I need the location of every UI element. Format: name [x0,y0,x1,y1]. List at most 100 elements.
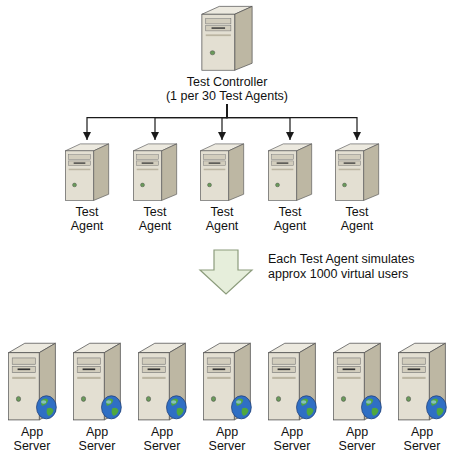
power-button [81,396,85,401]
node-label: App Server [398,425,446,453]
vent [272,377,295,379]
drive-slot [209,162,221,163]
power-button [146,396,150,401]
power-button [276,396,280,401]
globe-shine [41,400,46,403]
connector [218,104,227,140]
globe [37,396,57,419]
globe-shine [366,400,371,403]
drive-bay [272,155,294,160]
node-label: Test Agent [131,205,179,233]
drive-bay [339,155,361,160]
vent [137,169,159,171]
globe-shine [236,400,241,403]
globe [102,396,122,419]
globe-land [171,399,178,406]
drive-bay [77,366,100,372]
server-icon [197,140,247,202]
power-button [141,183,145,187]
vent [207,377,230,379]
globe [167,396,187,419]
connector [227,104,361,140]
globe-land [236,399,243,406]
app-server: App Server [1,338,63,453]
server-front [399,353,430,420]
drive-bay [337,358,360,364]
node-label: App Server [8,425,56,453]
arrow-head [353,132,361,140]
server-side [235,6,252,70]
drive-slot [148,368,161,370]
drive-slot [83,368,96,370]
drive-slot [277,162,289,163]
server-front [74,353,105,420]
server-front [65,151,93,201]
connector [151,104,227,140]
node-label: App Server [268,425,316,453]
server-icon [135,338,189,422]
drive-bay [272,161,294,166]
drive-slot [142,162,154,163]
server-front [268,151,296,201]
globe-land [106,399,113,406]
vent [339,169,361,171]
globe-shine [431,400,436,403]
drive-slot [408,368,421,370]
drive-bay [207,358,230,364]
server-icon [265,140,315,202]
server-icon [70,338,124,422]
server-icon [130,140,180,202]
globe-land [372,408,379,416]
drive-bay [204,161,226,166]
drive-bay [69,155,91,160]
drive-bay [69,161,91,166]
globe-land [41,399,48,406]
globe-land [307,408,314,416]
connector-line [87,104,227,140]
vent [206,34,231,36]
server-front [202,14,235,70]
arrow-head [218,132,226,140]
power-button [210,51,215,55]
globe-land [437,408,444,416]
vent [337,377,360,379]
server-side [229,144,244,201]
vent [142,377,165,379]
drive-bay [339,161,361,166]
agent-server: Test Agent [55,140,119,233]
agent-server: Test Agent [190,140,254,233]
node-label: App Server [333,425,381,453]
server-front [9,353,40,420]
globe-land [112,408,119,416]
globe-land [366,399,373,406]
power-button [406,396,410,401]
power-button [343,183,347,187]
app-server: App Server [261,338,323,453]
flow-arrow-shape [200,250,252,294]
power-button [16,396,20,401]
vent [12,377,35,379]
drive-bay [142,358,165,364]
drive-bay [402,366,425,372]
agent-server: Test Agent [258,140,322,233]
drive-slot [344,162,356,163]
drive-bay [206,19,231,24]
server-icon [200,338,254,422]
globe [362,396,382,419]
drive-bay [12,366,35,372]
vent [77,377,100,379]
drive-slot [278,368,291,370]
server-side [364,144,379,201]
drive-bay [337,366,360,372]
drive-slot [213,368,226,370]
node-label: App Server [138,425,186,453]
drive-slot [74,162,86,163]
drive-slot [343,368,356,370]
server-front [133,151,161,201]
drive-bay [272,358,295,364]
power-button [211,396,215,401]
agent-server: Test Agent [123,140,187,233]
globe-land [242,408,249,416]
power-button [73,183,77,187]
